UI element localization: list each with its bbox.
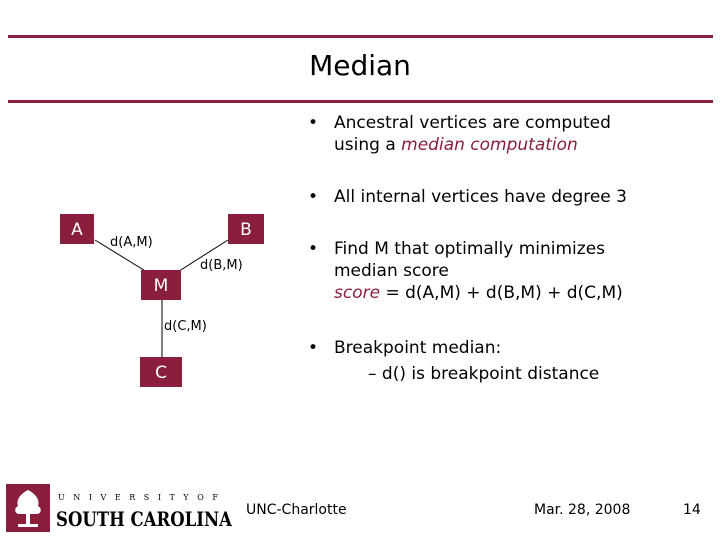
bullet-text: All internal vertices have degree 3 [334,187,627,207]
emphasis-text: median computation [401,135,578,155]
node-c [140,357,182,387]
slide-title: Median [309,49,411,82]
edge-label-bm: d(B,M) [200,258,243,273]
node-label-b: B [240,220,252,240]
sub-bullet-text: – d() is breakpoint distance [368,364,600,384]
bullet-text: median score [334,261,449,281]
node-label-a: A [71,220,83,240]
edge-label-am: d(A,M) [110,235,153,250]
logo-south-carolina: SOUTH CAROLINA [56,507,232,531]
bullet-text: Ancestral vertices are computed [334,113,611,133]
footer-venue: UNC-Charlotte [246,502,347,518]
footer-date: Mar. 28, 2008 [534,502,631,518]
bullet-text: Breakpoint median: [334,338,502,358]
title-rule [8,100,713,103]
edge-label-cm: d(C,M) [164,319,207,334]
emphasis-text: score [334,283,381,303]
logo-university-of: U N I V E R S I T Y O F [58,493,221,502]
node-a [60,214,94,244]
bullet-text: = d(A,M) + d(B,M) + d(C,M) [380,283,623,303]
median-tree-diagram: A B M C d(A,M) d(B,M) d(C,M) [60,214,264,387]
bullet-text: Find M that optimally minimizes [334,239,606,259]
top-rule [8,35,713,38]
bullet-dot: • [308,239,319,259]
node-m [141,270,181,300]
node-label-m: M [154,276,169,296]
bullet-dot: • [308,113,319,133]
university-logo: U N I V E R S I T Y O F SOUTH CAROLINA [6,484,232,532]
node-label-c: C [155,363,167,383]
palmetto-icon [15,490,41,514]
node-b [228,214,264,244]
bullet-dot: • [308,187,319,207]
page-number: 14 [683,502,701,518]
bullet-dot: • [308,338,319,358]
bullet-text: using a [334,135,402,155]
